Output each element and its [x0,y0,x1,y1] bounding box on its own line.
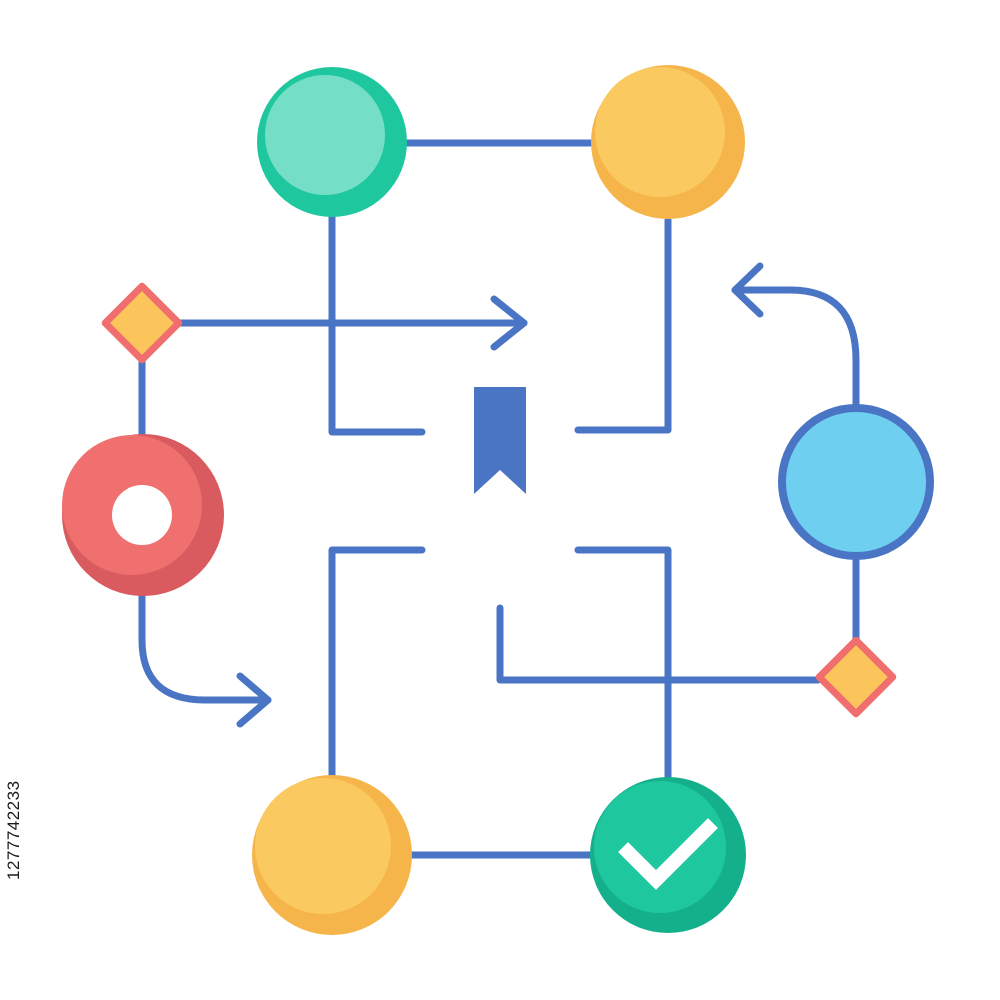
node-top-left-green [257,67,407,217]
line-blue-curve-arrow [731,286,860,409]
circle-node-icon [778,404,934,560]
diamond-decision-icon [815,636,897,718]
connector-lines [138,139,860,859]
stock-id-watermark: 1277742233 [4,780,23,880]
circle-node-highlight [255,778,391,914]
checkmark-icon [618,818,718,890]
decision-diamond-right [815,636,897,718]
node-bottom-right-check [590,777,746,933]
diamond-decision-icon [101,282,183,364]
line-bottom-right-bracket [574,546,672,782]
decision-diamond-left [101,282,183,364]
circle-node-hole [112,485,172,545]
arrowhead-center-right [490,295,528,351]
circle-node-highlight [594,781,726,913]
node-left-red [62,434,224,596]
line-bottom-left-bracket [328,546,426,782]
line-center-to-diamond [496,604,822,684]
circle-node-highlight [265,75,385,195]
node-right-blue [778,404,934,560]
node-top-right-yellow [591,65,745,219]
arrowhead-right-top [731,262,764,318]
arrowhead-bottom-left [236,672,272,728]
line-red-curve-arrow [138,591,272,704]
line-top-left-bracket [328,211,426,436]
node-bottom-left-yellow [252,775,412,935]
circle-node-highlight [595,67,725,197]
line-top-right-bracket [574,216,672,434]
bookmark-icon [474,387,526,494]
